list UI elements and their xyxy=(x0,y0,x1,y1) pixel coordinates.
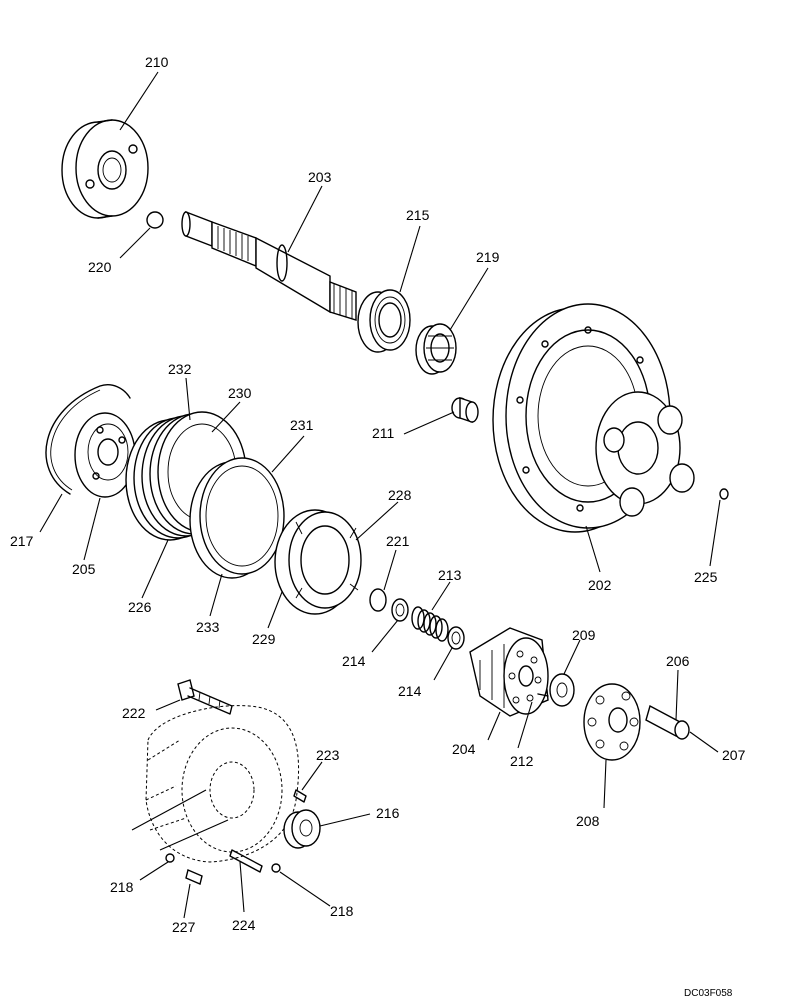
callout-231: 231 xyxy=(290,417,314,433)
callout-217: 217 xyxy=(10,533,34,549)
part-222-bolt xyxy=(177,679,233,715)
callout-206: 206 xyxy=(666,653,690,669)
part-223-pin xyxy=(293,789,307,803)
callout-213: 213 xyxy=(438,567,462,583)
part-215-bearing xyxy=(357,289,411,353)
part-233-ring xyxy=(189,457,285,579)
callout-223: 223 xyxy=(316,747,340,763)
callout-208: 208 xyxy=(576,813,600,829)
part-219-roller-bearing xyxy=(415,323,457,375)
part-228-ring xyxy=(274,509,362,615)
callout-220: 220 xyxy=(88,259,112,275)
part-210-disc xyxy=(61,119,149,219)
callout-218-a: 218 xyxy=(110,879,134,895)
callout-205: 205 xyxy=(72,561,96,577)
part-224-pin xyxy=(229,849,263,873)
part-209-ball-guide xyxy=(549,673,575,707)
part-218-ball-b xyxy=(271,863,281,873)
callout-218-b: 218 xyxy=(330,903,354,919)
callout-202: 202 xyxy=(588,577,612,593)
callout-209: 209 xyxy=(572,627,596,643)
part-218-ball-a xyxy=(165,853,175,863)
part-204-cylinder-block xyxy=(469,627,549,717)
part-212-pin xyxy=(537,693,549,697)
callout-228: 228 xyxy=(388,487,412,503)
callout-216: 216 xyxy=(376,805,400,821)
part-220-ball xyxy=(146,211,164,229)
part-206-piston xyxy=(645,704,690,740)
part-221-snap-ring xyxy=(369,588,387,612)
callout-labels: 210 203 220 215 219 232 230 231 211 228 … xyxy=(10,54,746,935)
part-203-shaft xyxy=(181,210,357,321)
callout-221: 221 xyxy=(386,533,410,549)
callout-204: 204 xyxy=(452,741,476,757)
callout-211: 211 xyxy=(372,425,395,441)
drawing-reference-id: DC03F058 xyxy=(684,988,733,999)
part-213-spring xyxy=(411,606,449,642)
part-214-washer-b xyxy=(447,626,465,650)
part-214-washer-a xyxy=(391,598,409,622)
callout-226: 226 xyxy=(128,599,152,615)
callout-214-b: 214 xyxy=(398,683,422,699)
callout-232: 232 xyxy=(168,361,192,377)
callout-215: 215 xyxy=(406,207,430,223)
callout-219: 219 xyxy=(476,249,500,265)
leader-lines xyxy=(39,71,721,919)
part-216-bearing xyxy=(283,809,321,849)
part-rear-cover xyxy=(145,705,300,863)
part-227-plug xyxy=(185,869,203,885)
callout-227: 227 xyxy=(172,919,196,935)
callout-207: 207 xyxy=(722,747,746,763)
part-225-plug xyxy=(719,488,729,500)
callout-229: 229 xyxy=(252,631,276,647)
part-202-housing xyxy=(492,303,695,533)
callout-214-a: 214 xyxy=(342,653,366,669)
callout-230: 230 xyxy=(228,385,252,401)
callout-222: 222 xyxy=(122,705,146,721)
part-217-snap-ring xyxy=(45,384,131,495)
callout-212: 212 xyxy=(510,753,534,769)
callout-203: 203 xyxy=(308,169,332,185)
part-211-plug xyxy=(451,397,479,423)
part-208-retainer-plate xyxy=(583,683,641,761)
callout-233: 233 xyxy=(196,619,220,635)
callout-224: 224 xyxy=(232,917,256,933)
callout-225: 225 xyxy=(694,569,718,585)
callout-210: 210 xyxy=(145,54,169,70)
